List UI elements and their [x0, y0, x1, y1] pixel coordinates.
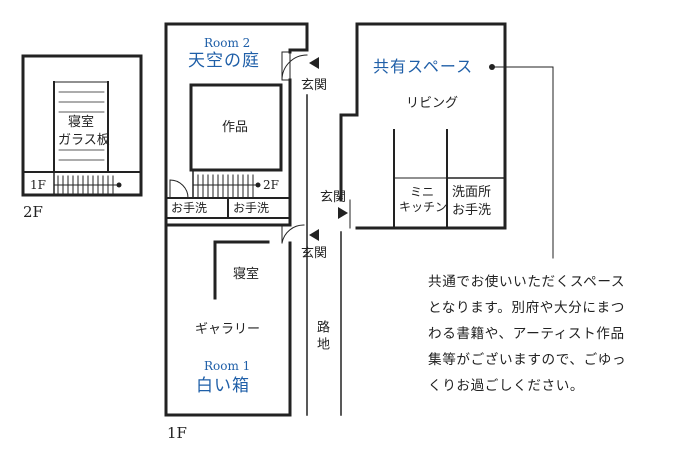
entrance-arrow-mid [338, 207, 348, 219]
washroom-label-1: 洗面所 [452, 185, 492, 200]
toilet-right-label: お手洗 [233, 201, 270, 215]
shared-space-title: 共有スペース [373, 57, 474, 76]
note-line: 共通でお使いいただくスペース [428, 274, 626, 290]
note-line: となります。別府や大分にまつ [428, 300, 625, 316]
entrance-mid-label: 玄関 [320, 190, 347, 205]
living-label: リビング [406, 96, 459, 111]
stair-dot-1f [255, 182, 261, 188]
plan-shared [339, 22, 507, 230]
note-line: くりお過ごしください。 [428, 378, 585, 394]
room2-ja-label: 天空の庭 [188, 51, 260, 71]
mini-kitchen-label-1: ミニ [410, 185, 435, 199]
room1-ja-label: 白い箱 [196, 376, 250, 396]
room2-en-label: Room 2 [204, 36, 251, 50]
washroom-label-2: お手洗 [452, 203, 492, 218]
note-line: 集等がございますので、ごゆっ [428, 352, 627, 368]
stair-label-2f: 2F [263, 178, 279, 192]
toilet-left-label: お手洗 [171, 201, 208, 215]
floor-label-2f: 2F [23, 203, 43, 221]
stair-dot-2f [116, 182, 122, 188]
glass-floor-label: ガラス板 [58, 133, 110, 148]
entrance-arrow-bottom [309, 229, 319, 241]
plan-1f [164, 22, 342, 417]
note-line: わる書籍や、アーティスト作品 [428, 326, 625, 342]
artwork-label: 作品 [222, 120, 249, 135]
bedroom-2f-label: 寝室 [68, 115, 95, 130]
entrance-bottom-label: 玄関 [301, 246, 328, 261]
leader-line [491, 66, 554, 259]
plan-2f [21, 54, 143, 197]
leader-dot [489, 64, 495, 70]
entrance-top-label: 玄関 [301, 78, 328, 93]
floor-label-1f: 1F [167, 424, 187, 442]
room1-en-label: Room 1 [204, 359, 251, 373]
gallery-label: ギャラリー [195, 322, 261, 337]
mini-kitchen-label-2: キッチン [399, 200, 448, 214]
entrance-arrow-top [309, 57, 319, 69]
stair-label-1f: 1F [30, 178, 46, 192]
shared-space-note: 共通でお使いいただくスペース となります。別府や大分にまつ わる書籍や、アーティ… [428, 269, 690, 399]
bedroom-1f-label: 寝室 [233, 267, 260, 282]
alley-label: 路地 [314, 320, 329, 354]
